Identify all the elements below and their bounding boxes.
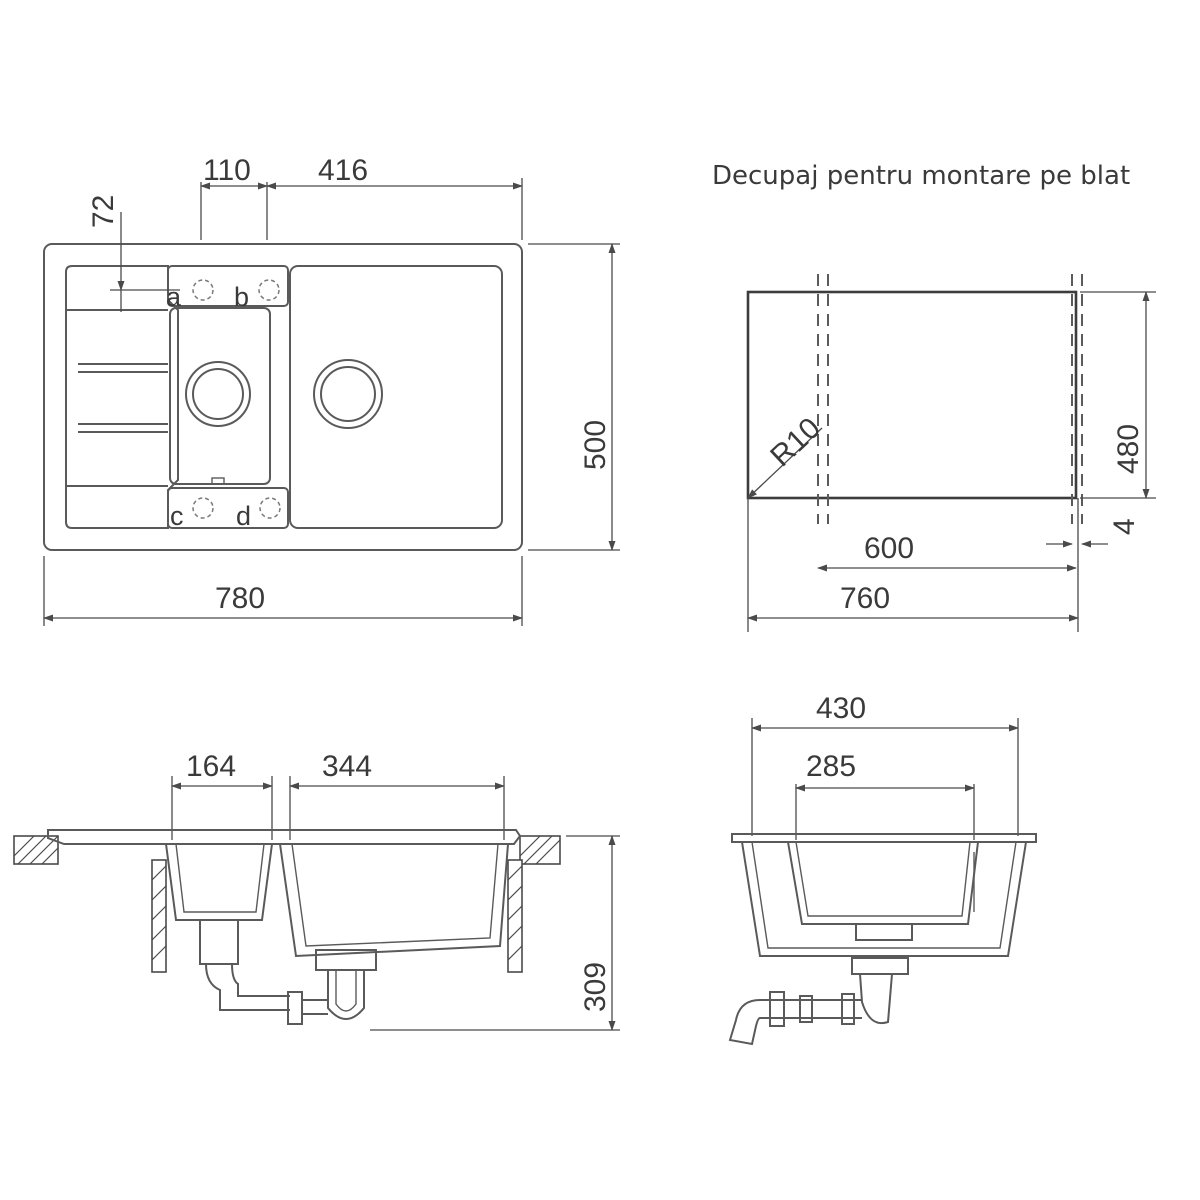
tap-hole-label-c: c bbox=[170, 501, 184, 531]
large-drain-trap-inner bbox=[335, 970, 357, 1012]
cabinet-wall-right bbox=[507, 859, 523, 973]
overflow-slot bbox=[211, 477, 225, 485]
dim-text-72: 72 bbox=[87, 195, 120, 228]
tap-hole-strip-bottom bbox=[167, 487, 289, 529]
main-bowl bbox=[289, 265, 503, 529]
dim-text-110: 110 bbox=[203, 154, 251, 187]
side-bowl-inner-line bbox=[795, 841, 971, 917]
cabinet-wall-left bbox=[151, 859, 167, 973]
countertop-left bbox=[13, 835, 59, 865]
tap-hole-d bbox=[259, 497, 281, 519]
small-bowl-drain-inner bbox=[192, 368, 244, 420]
side-pipe-elbow bbox=[728, 999, 761, 1046]
small-drain-bend bbox=[205, 963, 290, 1011]
sink-outline bbox=[43, 243, 523, 551]
tap-hole-strip-top bbox=[167, 265, 289, 307]
dim-text-344: 344 bbox=[322, 750, 372, 783]
front-section-drawing: 164 344 bbox=[13, 750, 620, 1031]
cutout-drawing: Decupaj pentru montare pe blat R10 480 4… bbox=[712, 161, 1156, 632]
radius-leader bbox=[747, 427, 823, 499]
connector-fitting bbox=[287, 991, 303, 1025]
tap-hole-b bbox=[258, 279, 280, 301]
dim-text-430: 430 bbox=[816, 692, 866, 725]
dim-text-164: 164 bbox=[186, 750, 236, 783]
tap-hole-label-b: b bbox=[234, 282, 249, 312]
dim-text-780: 780 bbox=[215, 582, 265, 615]
tap-hole-a bbox=[192, 279, 214, 301]
dim-text-600: 600 bbox=[864, 532, 914, 565]
side-drain-lower bbox=[851, 957, 909, 975]
large-drain-body bbox=[315, 949, 377, 971]
large-bowl-section bbox=[279, 843, 509, 958]
large-drain-trap bbox=[327, 970, 365, 1020]
sink-rim bbox=[47, 829, 522, 845]
dim-text-500: 500 bbox=[579, 420, 612, 470]
side-bowl-outer bbox=[741, 841, 1027, 957]
dim-text-285: 285 bbox=[806, 750, 856, 783]
small-bowl bbox=[169, 307, 271, 485]
side-bowl-outer-inner bbox=[751, 841, 1017, 949]
tap-hole-label-a: a bbox=[166, 282, 182, 312]
dim-text-416: 416 bbox=[318, 154, 368, 187]
cutout-heading: Decupaj pentru montare pe blat bbox=[712, 161, 1130, 191]
side-pipe-fitting bbox=[841, 993, 855, 1025]
dim-text-760: 760 bbox=[840, 582, 890, 615]
side-section-drawing: 430 285 bbox=[728, 692, 1037, 1046]
side-drain-upper bbox=[855, 923, 913, 941]
tap-hole-c bbox=[192, 497, 214, 519]
small-drain-body bbox=[199, 919, 239, 965]
dim-text-480: 480 bbox=[1112, 424, 1145, 474]
cutout-rectangle bbox=[746, 290, 1078, 500]
side-drain-pipe bbox=[859, 973, 893, 1024]
side-pipe-fitting bbox=[769, 991, 785, 1027]
countertop-right bbox=[519, 835, 561, 865]
dim-text-4: 4 bbox=[1108, 518, 1141, 535]
small-bowl-drain bbox=[185, 361, 251, 427]
large-bowl-section-inner bbox=[291, 843, 499, 947]
small-bowl-section-inner bbox=[175, 843, 265, 913]
main-bowl-drain-inner bbox=[320, 366, 376, 422]
plan-drawing: a b c d 72 110 416 500 780 bbox=[43, 154, 620, 626]
tap-hole-label-d: d bbox=[236, 501, 251, 531]
side-pipe-fitting bbox=[799, 995, 813, 1023]
drainer-area bbox=[65, 265, 179, 529]
side-bowl-inner bbox=[787, 841, 979, 925]
dim-text-309: 309 bbox=[579, 962, 612, 1012]
main-bowl-drain bbox=[313, 359, 383, 429]
side-sink-rim bbox=[731, 833, 1037, 843]
